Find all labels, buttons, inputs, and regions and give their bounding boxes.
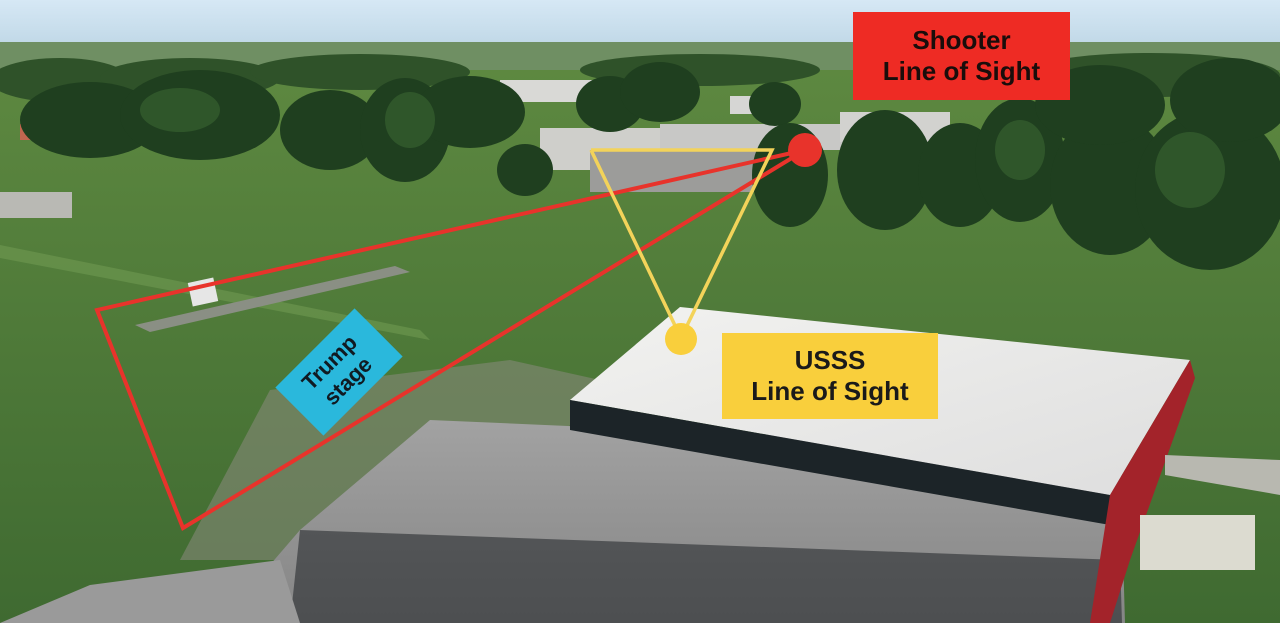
left-roof-fragment xyxy=(0,560,300,623)
shooter-label-line2: Line of Sight xyxy=(882,56,1041,86)
right-pad xyxy=(1140,515,1255,570)
tree-highlights xyxy=(140,88,1225,208)
barn-red-wall xyxy=(1090,360,1195,623)
usss-position-marker xyxy=(665,323,697,355)
usss-label-line1: USSS xyxy=(794,344,866,375)
usss-line-of-sight xyxy=(589,148,775,343)
usss-line-of-sight-label: USSS Line of Sight xyxy=(722,333,938,419)
shooter-line-of-sight-label: Shooter Line of Sight xyxy=(853,12,1070,100)
shooter-line-of-sight xyxy=(94,148,807,531)
stage-walkway xyxy=(135,266,410,332)
upper-barn-wall xyxy=(570,400,1110,525)
shooter-label-line1: Shooter xyxy=(912,24,1011,55)
usss-label-line2: Line of Sight xyxy=(751,376,909,406)
right-gravel xyxy=(1165,455,1280,495)
lower-barn-eave xyxy=(290,530,1122,623)
shooter-position-marker xyxy=(788,133,822,167)
